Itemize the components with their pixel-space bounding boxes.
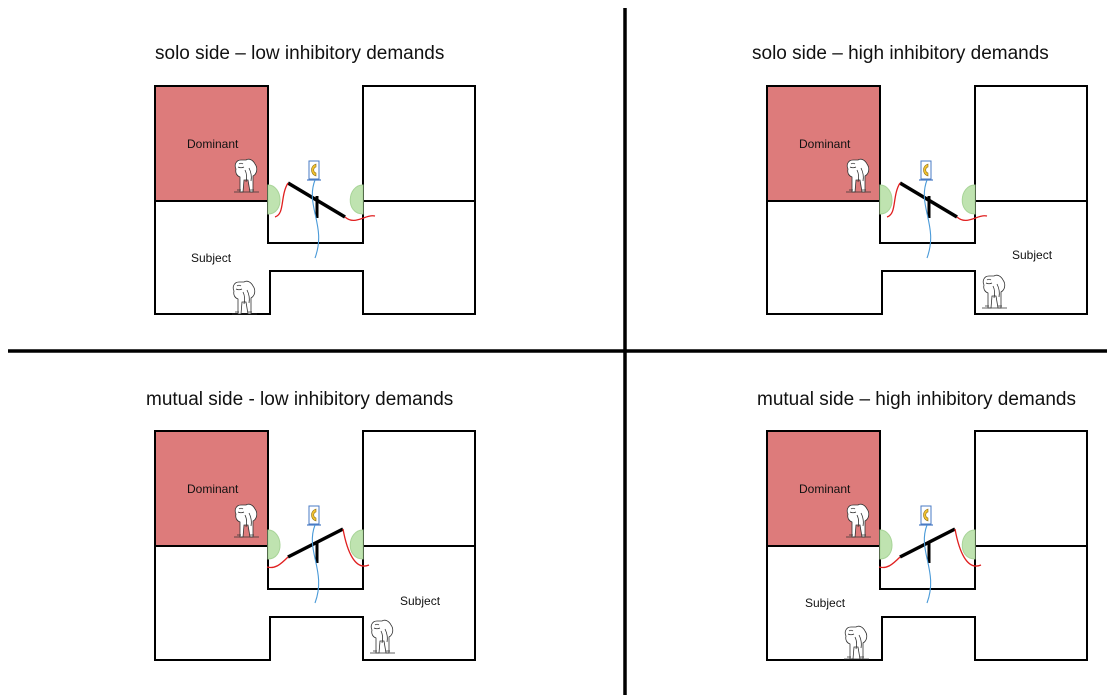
dominant-label: Dominant xyxy=(187,137,239,151)
subject-room-walls xyxy=(766,85,1088,315)
apparatus-group xyxy=(846,158,1007,309)
lever-bar xyxy=(287,527,344,559)
apparatus-group xyxy=(234,503,395,654)
apparatus-group xyxy=(232,158,376,315)
subject-label: Subject xyxy=(400,594,441,608)
panel-solo-high: solo side – high inhibitory demands Domi… xyxy=(752,43,1088,315)
subject-chimpanzee-icon xyxy=(982,274,1007,309)
dominant-chimpanzee-icon xyxy=(234,158,259,193)
subject-label: Subject xyxy=(191,251,232,265)
enclosure xyxy=(154,430,476,661)
lever-bar xyxy=(899,181,958,219)
subject-room-walls xyxy=(766,430,1088,661)
panel-title: mutual side – high inhibitory demands xyxy=(757,389,1076,410)
apparatus-icon xyxy=(307,160,321,181)
panel-mutual-high: mutual side – high inhibitory demands Do… xyxy=(757,389,1088,661)
contact-zone-left xyxy=(879,184,893,215)
subject-chimpanzee-icon xyxy=(844,625,869,660)
dominant-chimpanzee-icon xyxy=(846,158,871,193)
panel-solo-low: solo side – low inhibitory demands Domin… xyxy=(154,43,476,315)
contact-zone-right xyxy=(961,529,976,560)
red-rope xyxy=(886,182,988,222)
dominant-room xyxy=(766,85,881,202)
red-rope xyxy=(878,528,982,569)
enclosure xyxy=(766,430,1088,661)
subject-room-walls xyxy=(154,85,476,315)
enclosure xyxy=(766,85,1088,315)
panel-title: mutual side - low inhibitory demands xyxy=(146,389,453,410)
panel-title: solo side – low inhibitory demands xyxy=(155,43,444,64)
apparatus-group xyxy=(844,503,982,660)
contact-zone-left xyxy=(879,529,893,560)
contact-zone-right xyxy=(349,529,364,560)
blue-rope xyxy=(311,524,320,604)
contact-zone-left xyxy=(267,529,281,560)
dominant-label: Dominant xyxy=(799,137,851,151)
blue-rope xyxy=(923,524,932,604)
blue-rope xyxy=(923,179,932,259)
lever-bar xyxy=(899,527,956,559)
subject-label: Subject xyxy=(1012,248,1053,262)
contact-zone-right xyxy=(349,184,364,215)
contact-zone-left xyxy=(267,184,281,215)
subject-chimpanzee-icon xyxy=(370,619,395,654)
apparatus-icon xyxy=(307,505,321,526)
apparatus-icon xyxy=(919,160,933,181)
red-rope xyxy=(266,528,370,569)
apparatus-layer xyxy=(232,158,1007,660)
dominant-label: Dominant xyxy=(187,482,239,496)
dominant-chimpanzee-icon xyxy=(234,503,259,538)
subject-chimpanzee-icon xyxy=(232,280,257,315)
lever-bar xyxy=(287,181,346,219)
dominant-label: Dominant xyxy=(799,482,851,496)
red-rope xyxy=(274,182,376,222)
blue-rope xyxy=(311,179,320,259)
subject-room-walls xyxy=(154,430,476,661)
contact-zone-right xyxy=(961,184,976,215)
dominant-chimpanzee-icon xyxy=(846,503,871,538)
subject-label: Subject xyxy=(805,596,846,610)
apparatus-icon xyxy=(919,505,933,526)
panel-title: solo side – high inhibitory demands xyxy=(752,43,1049,64)
